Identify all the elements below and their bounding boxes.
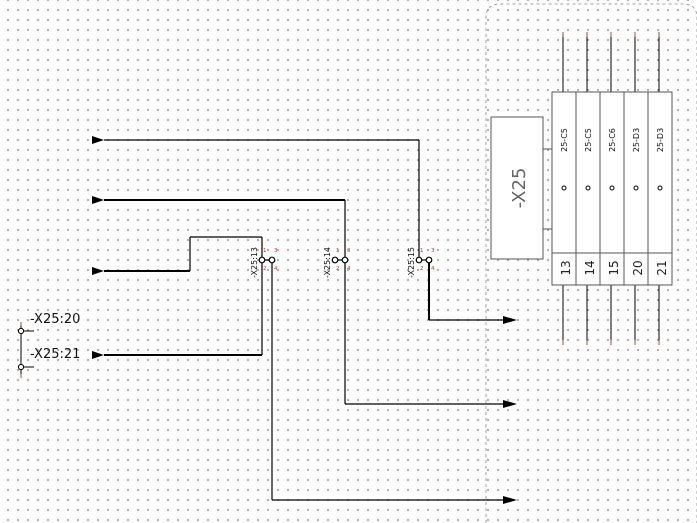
cross-ref-label[interactable]: -X25:21	[30, 347, 80, 362]
terminal-number: 13	[559, 260, 573, 275]
terminal-destination: 25-C5	[560, 128, 569, 152]
connector-x25-13[interactable]: -X25:13 1 2 3 4	[250, 247, 278, 278]
connector-x25-15[interactable]: -X25:15 1 2 3 4	[407, 247, 435, 278]
terminal-circle[interactable]	[258, 256, 266, 264]
terminal-circle[interactable]	[268, 256, 276, 264]
terminal-strip-x25[interactable]: -X25 25-C5 13 25-C5 14 25-C6 15 25-D3 20	[490, 32, 673, 345]
strip-wires	[562, 32, 660, 345]
terminal-circle[interactable]	[17, 363, 25, 371]
pin-number: 2	[420, 266, 424, 272]
terminal-number: 20	[631, 260, 645, 275]
connector-label: -X25:14	[323, 247, 332, 278]
terminal-destination: 25-D3	[632, 128, 641, 152]
pin-number: 2	[336, 266, 340, 272]
device-frame	[485, 3, 697, 523]
terminal-circle[interactable]	[331, 256, 339, 264]
cross-reference-group: -X25:20 -X25:21	[17, 312, 80, 378]
pin-number: 1	[420, 248, 424, 254]
connector-x25-14[interactable]: -X25:14 1 2 3 4	[323, 247, 351, 278]
terminal-14[interactable]: 25-C5 14	[575, 91, 601, 286]
wire-arrow-left[interactable]	[92, 136, 104, 144]
terminal-point	[609, 185, 615, 191]
strip-name-label: -X25	[509, 168, 530, 209]
pin-number: 4	[431, 266, 435, 272]
terminal-destination: 25-D3	[656, 128, 665, 152]
arrows	[92, 136, 517, 504]
terminal-number: 21	[655, 260, 669, 275]
pin-number: 1	[263, 248, 267, 254]
pin-number: 1	[336, 248, 340, 254]
pin-number: 4	[274, 266, 278, 272]
pin-number: 3	[274, 248, 278, 254]
strip-name-box[interactable]	[490, 116, 544, 260]
pin-number: 4	[347, 266, 351, 272]
wire-arrow-left[interactable]	[92, 267, 104, 275]
cross-ref-label[interactable]: -X25:20	[30, 312, 80, 327]
wire-arrow-left[interactable]	[92, 351, 104, 359]
pin-number: 3	[347, 248, 351, 254]
terminal-circle[interactable]	[415, 256, 423, 264]
wire-arrow-right[interactable]	[503, 496, 517, 504]
terminal-point	[585, 185, 591, 191]
terminal-21[interactable]: 25-D3 21	[647, 91, 673, 286]
wire-arrow-left[interactable]	[92, 196, 104, 204]
pin-number: 2	[263, 266, 267, 272]
terminal-circle[interactable]	[341, 256, 349, 264]
strip-pin-marks	[562, 32, 660, 345]
terminal-circle[interactable]	[425, 256, 433, 264]
wires	[104, 139, 505, 501]
terminal-13[interactable]: 25-C5 13	[551, 91, 577, 286]
terminal-number: 15	[607, 260, 621, 275]
connector-label: -X25:15	[407, 247, 416, 278]
connector-label: -X25:13	[250, 247, 259, 278]
pin-number: 3	[431, 248, 435, 254]
terminal-point	[561, 185, 567, 191]
terminal-point	[633, 185, 639, 191]
terminal-15[interactable]: 25-C6 15	[599, 91, 625, 286]
terminal-number: 14	[583, 260, 597, 275]
terminal-circle[interactable]	[17, 327, 25, 335]
wire-arrow-right[interactable]	[503, 400, 517, 408]
wire-arrow-right[interactable]	[503, 316, 517, 324]
terminal-destination: 25-C6	[608, 128, 617, 152]
terminal-destination: 25-C5	[584, 128, 593, 152]
terminal-20[interactable]: 25-D3 20	[623, 91, 649, 286]
terminal-point	[657, 185, 663, 191]
